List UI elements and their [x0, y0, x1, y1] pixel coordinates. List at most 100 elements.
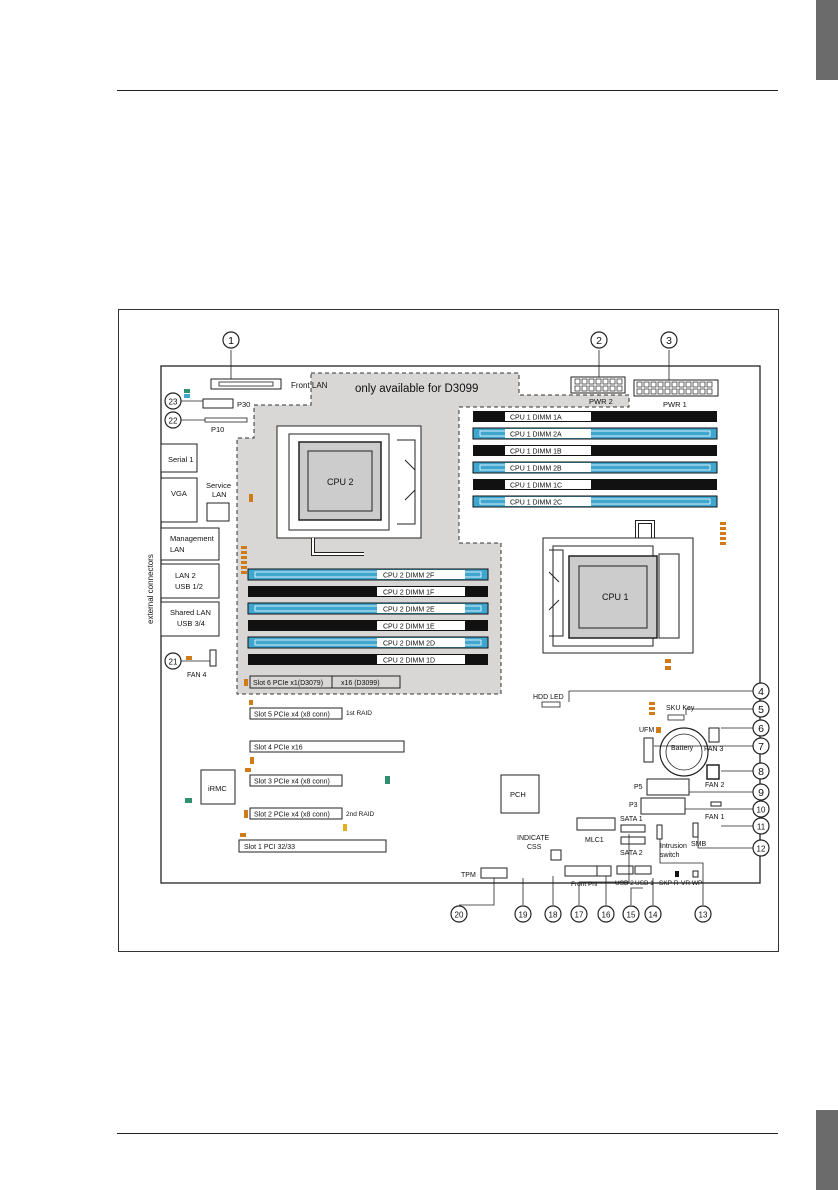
callout-leaders — [181, 350, 757, 906]
callout-19-number: 19 — [519, 911, 528, 920]
sata2-label: SATA 2 — [620, 850, 643, 857]
p30-header — [202, 398, 234, 409]
front-lan-label: Front LAN — [291, 381, 328, 390]
callout-11: 11 — [752, 817, 770, 835]
fan1-label: FAN 1 — [705, 814, 725, 821]
callout-5: 5 — [752, 700, 770, 718]
vr-wp-jumper — [692, 870, 699, 878]
cpu1-dimm-label-5: CPU 1 DIMM 2C — [510, 500, 562, 507]
figure-frame: only available for D3099 Front LAN P30 P… — [118, 309, 779, 952]
shared-lan-label: Shared LAN — [170, 608, 211, 617]
slot3 — [249, 774, 343, 787]
cpu1-dimm-label-2: CPU 1 DIMM 1B — [510, 449, 562, 456]
intrusion-switch-header — [656, 824, 663, 840]
front-lan-pins — [218, 381, 274, 387]
cpu2-dimm-label-4: CPU 2 DIMM 2D — [383, 641, 435, 648]
orange-jumper-cpu2 — [249, 494, 253, 502]
callout-13-number: 13 — [699, 911, 708, 920]
intrusion-label-1: Intrusion — [660, 843, 687, 850]
pch-label: PCH — [510, 790, 526, 799]
cpu1-dimm-3 — [472, 461, 718, 474]
intrusion-label-2: switch — [660, 852, 680, 859]
mgmt-lan-label-2: LAN — [170, 545, 185, 554]
callout-14-number: 14 — [649, 911, 658, 920]
battery — [659, 727, 709, 777]
skp-r-jumper — [675, 871, 679, 877]
sata1-label: SATA 1 — [620, 816, 643, 823]
green-led-2 — [385, 776, 390, 784]
skp-r-label: SKP R — [659, 880, 679, 887]
smb-header — [692, 822, 699, 838]
usb1-label: USB 1 — [635, 880, 654, 887]
callout-23: 23 — [164, 392, 182, 410]
cpu2-dimm-3 — [248, 620, 488, 631]
sku-key-label: SKU Key — [666, 705, 695, 712]
orange-jumper-slot4 — [250, 757, 254, 764]
slot5-label: Slot 5 PCIe x4 (x8 conn) — [254, 712, 330, 719]
cpu1-dimm-label-0: CPU 1 DIMM 1A — [510, 415, 562, 422]
only-available-label: only available for D3099 — [355, 383, 478, 395]
orange-jumper-cpu1-a — [665, 659, 671, 663]
fan3-header — [708, 727, 720, 743]
orange-jumper-ufm — [656, 727, 661, 733]
sata1-connector — [620, 824, 646, 833]
callout-1: 1 — [222, 331, 240, 349]
callout-5-number: 5 — [758, 704, 764, 716]
callout-11-number: 11 — [757, 823, 766, 832]
callout-8-number: 8 — [758, 766, 764, 778]
indicate-label-2: CSS — [527, 844, 542, 851]
mgmt-lan-label-1: Management — [170, 534, 215, 543]
orange-header-left — [241, 546, 247, 574]
slot3-label: Slot 3 PCIe x4 (x8 conn) — [254, 779, 330, 786]
callout-22: 22 — [164, 411, 182, 429]
mainboard-diagram: only available for D3099 Front LAN P30 P… — [146, 331, 770, 923]
pch-chip — [500, 774, 540, 814]
front-pnl-header — [564, 865, 598, 877]
cpu2-dimm-label-5: CPU 2 DIMM 1D — [383, 658, 435, 665]
callout-16-number: 16 — [602, 911, 611, 920]
front-pnl-label: Front Pnl — [571, 881, 598, 888]
page-thumb-tab — [816, 0, 838, 80]
tpm-header — [480, 867, 508, 879]
callout-3: 3 — [660, 331, 678, 349]
orange-jumper-hdd-a — [649, 702, 655, 705]
usb34-label: USB 3/4 — [177, 619, 205, 628]
slot1-label: Slot 1 PCI 32/33 — [244, 844, 295, 851]
slot2-label: Slot 2 PCIe x4 (x8 conn) — [254, 812, 330, 819]
irmc-label: iRMC — [208, 784, 227, 793]
green-led-1 — [184, 389, 190, 393]
callout-2-number: 2 — [596, 335, 602, 347]
battery-inner — [665, 733, 703, 771]
callout-18: 18 — [544, 905, 562, 923]
slot6-label: Slot 6 PCIe x1(D3079) — [253, 680, 323, 687]
cpu2-dimm-0 — [247, 568, 489, 581]
slot5 — [249, 707, 343, 720]
irmc-chip — [200, 769, 236, 805]
p5-label: P5 — [634, 784, 643, 791]
usb12-label: USB 1/2 — [175, 582, 203, 591]
callout-3-number: 3 — [666, 335, 672, 347]
callout-9-number: 9 — [758, 787, 764, 799]
vga-label: VGA — [171, 489, 187, 498]
cpu1-dimm-label-4: CPU 1 DIMM 1C — [510, 483, 562, 490]
slot6-divider — [249, 675, 333, 689]
callout-9: 9 — [752, 783, 770, 801]
callout-17: 17 — [570, 905, 588, 923]
p10-header — [204, 417, 248, 423]
orange-jumper-hdd-b — [649, 707, 655, 710]
slot2 — [249, 807, 343, 820]
callout-2: 2 — [590, 331, 608, 349]
callout-20: 20 — [450, 905, 468, 923]
orange-jumper-slot5 — [249, 700, 253, 705]
cpu2-dimm-5 — [248, 654, 488, 665]
front-lan-connector — [210, 378, 282, 390]
hdd-led-label: HDD LED — [533, 694, 564, 701]
callout-4: 4 — [752, 682, 770, 700]
slot1 — [238, 839, 387, 853]
service-lan-label-2: LAN — [212, 490, 227, 499]
callout-10-number: 10 — [757, 806, 766, 815]
sku-key-header — [667, 714, 685, 721]
orange-header-right — [720, 522, 726, 545]
callout-16: 16 — [597, 905, 615, 923]
callout-14: 14 — [644, 905, 662, 923]
